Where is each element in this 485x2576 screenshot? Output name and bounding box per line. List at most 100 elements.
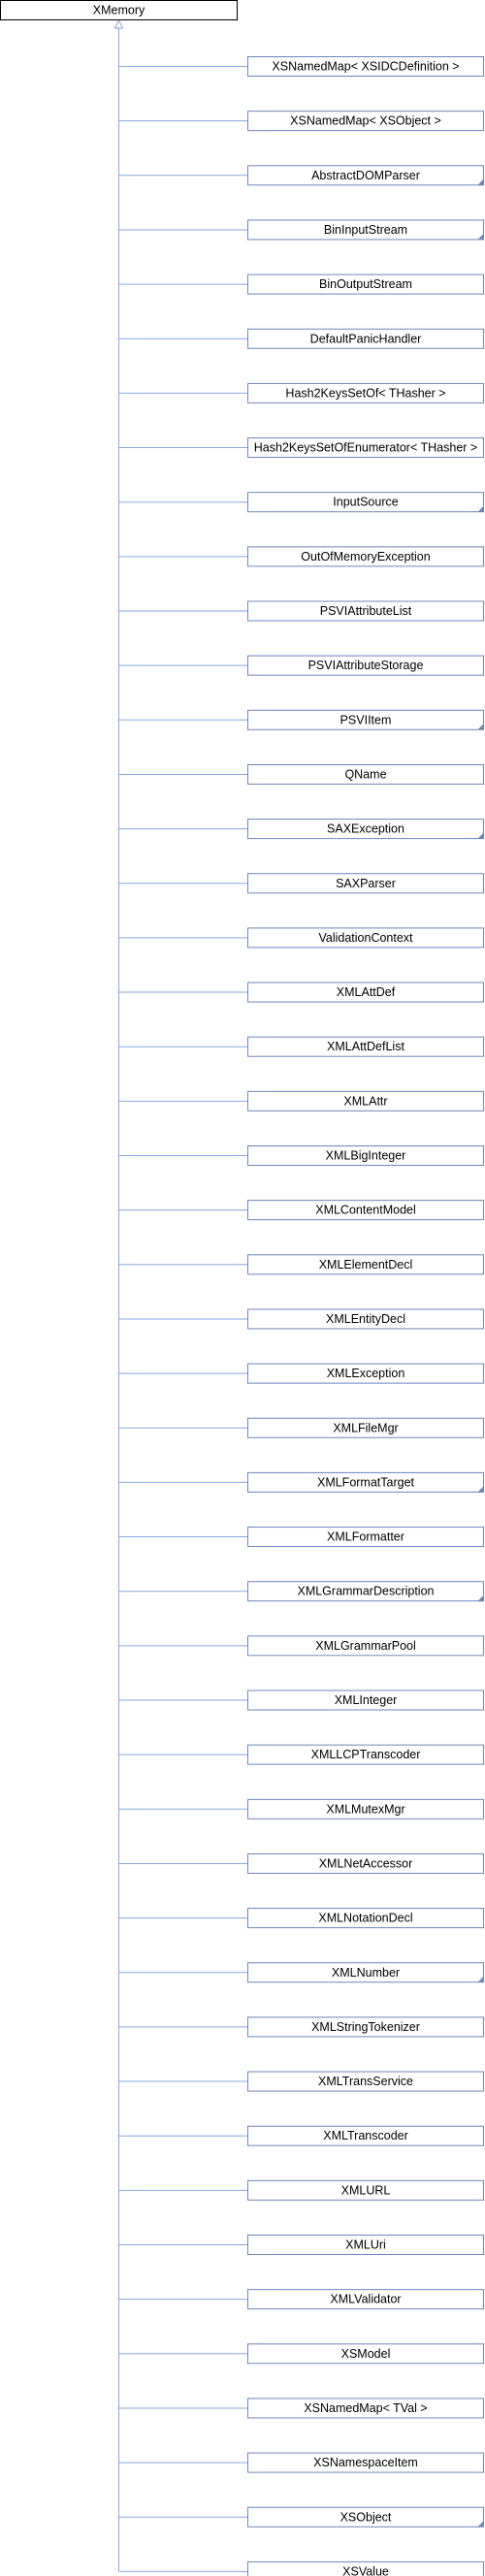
class-label: XMLException [327,1367,405,1380]
class-label: BinInputStream [324,223,407,237]
class-node[interactable]: XMLInteger [247,1690,484,1711]
class-node[interactable]: XSNamedMap< XSObject > [247,111,484,132]
class-box [247,2179,484,2201]
class-box [247,763,484,785]
class-node[interactable]: XSModel [247,2343,484,2365]
class-box [247,56,484,77]
class-node[interactable]: XMLFormatTarget [247,1471,484,1493]
class-node[interactable]: XMLElementDecl [247,1254,484,1275]
class-node[interactable]: XMLLCPTranscoder [247,1744,484,1765]
class-node[interactable]: Hash2KeysSetOf< THasher > [247,382,484,403]
class-node[interactable]: SAXException [247,819,484,840]
class-node[interactable]: XMLNumber [247,1962,484,1983]
class-node[interactable]: OutOfMemoryException [247,546,484,567]
class-box [247,2289,484,2310]
class-box [247,1145,484,1166]
class-box [247,328,484,349]
class-label: XMLFormatTarget [317,1475,415,1489]
class-node[interactable]: DefaultPanicHandler [247,328,484,349]
class-node[interactable]: XMLAttDef [247,982,484,1003]
class-box [247,1690,484,1711]
class-node[interactable]: QName [247,763,484,785]
class-label: XMLUri [345,2238,386,2252]
class-node[interactable]: XMLUri [247,2235,484,2255]
class-box [247,1308,484,1330]
class-box [247,709,484,730]
class-node[interactable]: PSVIAttributeList [247,600,484,622]
class-box [247,2452,484,2473]
class-node[interactable]: XMLNetAccessor [247,1852,484,1874]
class-node[interactable]: BinInputStream [247,219,484,241]
class-node[interactable]: XMLNotationDecl [247,1908,484,1929]
class-node[interactable]: SAXParser [247,873,484,894]
class-box [247,1527,484,1548]
class-node[interactable]: XMLValidator [247,2289,484,2310]
class-box [247,1744,484,1765]
collapsed-marker-icon [477,832,484,839]
class-label: XMLValidator [330,2293,401,2306]
collapsed-marker-icon [477,233,484,240]
collapsed-marker-icon [477,1486,484,1493]
base-class-box [0,0,238,20]
class-box [247,219,484,241]
class-box [247,1581,484,1602]
class-box [247,2235,484,2255]
class-label: XMLGrammarPool [315,1639,416,1653]
class-label: XMLNumber [332,1966,400,1980]
class-node[interactable]: XSValue [247,2560,484,2576]
class-node[interactable]: XMLURL [247,2179,484,2201]
class-node[interactable]: XMLMutexMgr [247,1798,484,1819]
class-label: OutOfMemoryException [301,550,430,564]
class-node[interactable]: XMLTranscoder [247,2125,484,2146]
class-label: XMLLCPTranscoder [311,1748,421,1761]
class-box [247,1908,484,1929]
class-box [247,274,484,295]
class-node[interactable]: XSNamedMap< TVal > [247,2398,484,2419]
class-label: PSVIItem [340,713,392,726]
class-label: XMLEntityDecl [326,1312,405,1326]
class-node[interactable]: ValidationContext [247,927,484,949]
class-box [247,655,484,676]
class-node[interactable]: XMLFileMgr [247,1417,484,1438]
class-node[interactable]: XMLGrammarDescription [247,1581,484,1602]
class-node[interactable]: InputSource [247,492,484,513]
class-node[interactable]: XSNamedMap< XSIDCDefinition > [247,56,484,77]
class-node[interactable]: PSVIItem [247,709,484,730]
class-node[interactable]: PSVIAttributeStorage [247,655,484,676]
class-label: SAXException [327,822,404,836]
class-node[interactable]: XMLAttDefList [247,1036,484,1057]
class-box [247,2560,484,2576]
class-node[interactable]: XMLEntityDecl [247,1308,484,1330]
class-node[interactable]: Hash2KeysSetOfEnumerator< THasher > [247,437,484,459]
class-node[interactable]: XMLGrammarPool [247,1635,484,1657]
collapsed-marker-icon [477,505,484,512]
base-class-node[interactable]: XMemory [0,0,238,20]
class-node[interactable]: XSNamespaceItem [247,2452,484,2473]
class-box [247,1798,484,1819]
collapsed-marker-icon [477,1594,484,1601]
class-node[interactable]: XMLFormatter [247,1527,484,1548]
class-label: PSVIAttributeList [320,604,412,618]
class-box [247,1090,484,1111]
class-label: XMLAttr [343,1094,387,1108]
class-label: XMLAttDef [337,985,396,999]
class-box [247,165,484,186]
class-node[interactable]: XMLStringTokenizer [247,2016,484,2038]
collapsed-marker-icon [477,724,484,730]
class-label: XMLAttDefList [327,1040,404,1053]
class-node[interactable]: XMLContentModel [247,1200,484,1221]
class-label: XMLGrammarDescription [297,1585,434,1598]
class-node[interactable]: XSObject [247,2506,484,2528]
class-box [247,1200,484,1221]
class-node[interactable]: XMLAttr [247,1090,484,1111]
class-box [247,2398,484,2419]
class-label: XSObject [340,2510,392,2524]
class-node[interactable]: AbstractDOMParser [247,165,484,186]
class-node[interactable]: XMLException [247,1363,484,1384]
class-node[interactable]: XMLBigInteger [247,1145,484,1166]
class-node[interactable]: BinOutputStream [247,274,484,295]
class-node[interactable]: XMLTransService [247,2071,484,2092]
class-label: XMLInteger [335,1693,398,1707]
class-label: XMLTransService [318,2075,413,2088]
